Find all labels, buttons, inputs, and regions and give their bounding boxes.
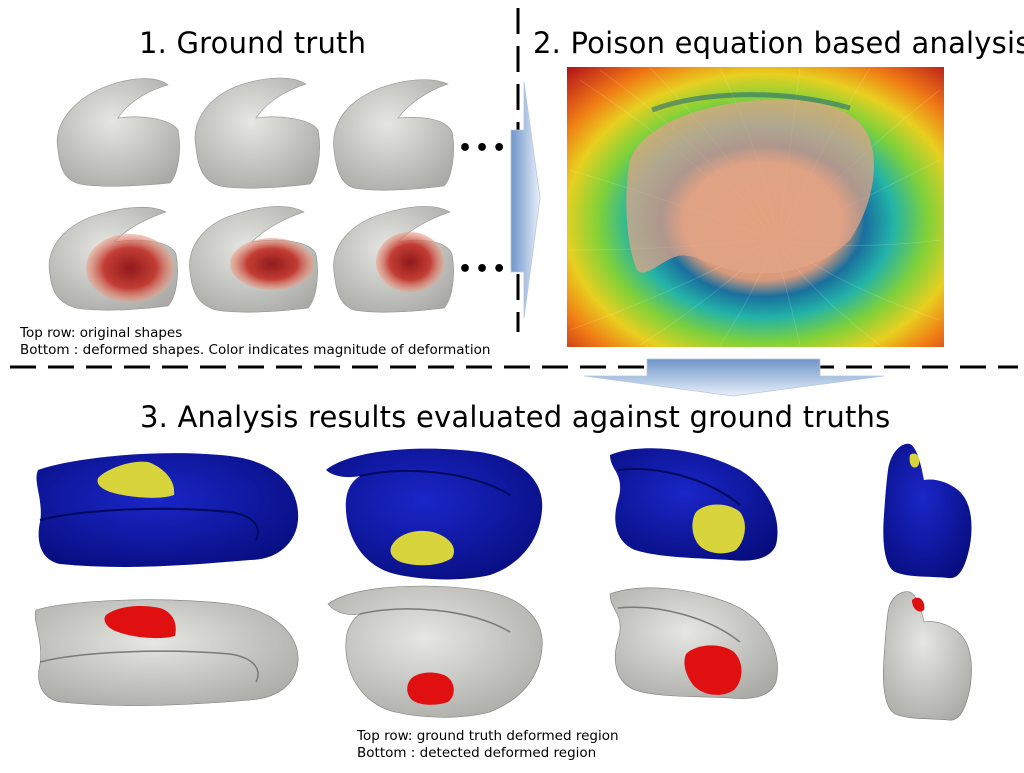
truth-view-4 [883,443,972,579]
section1-caption-line2: Bottom : deformed shapes. Color indicate… [20,342,491,358]
detected-view-3 [609,587,778,699]
truth-view-3 [610,448,778,561]
section1-title: 1. Ground truth [139,26,367,60]
section1-caption: Top row: original shapes Bottom : deform… [20,325,490,359]
section3-caption: Top row: ground truth deformed region Bo… [357,728,619,762]
arrow-to-analysis [510,81,541,319]
section3-caption-line2: Bottom : detected deformed region [357,745,597,761]
original-shape-3 [333,79,454,191]
detected-view-4 [883,591,972,721]
section2-title: 2. Poison equation based analysis [533,26,1024,60]
deformed-shape-1 [48,206,178,311]
deformed-shape-2 [189,206,318,313]
ellipsis-bottom: ••• [458,257,509,282]
deformed-shape-3 [333,206,454,313]
section3-title: 3. Analysis results evaluated against gr… [140,400,891,434]
section1-caption-line1: Top row: original shapes [20,325,183,341]
detected-view-2 [327,585,543,718]
original-shape-2 [194,77,320,189]
detected-view-1 [34,599,299,706]
truth-view-1 [36,453,299,567]
original-shape-1 [56,78,180,187]
poisson-field-image [567,67,944,347]
arrow-to-results [583,358,885,397]
section3-caption-line1: Top row: ground truth deformed region [357,728,619,744]
truth-view-2 [326,448,543,580]
ellipsis-top: ••• [458,136,509,161]
